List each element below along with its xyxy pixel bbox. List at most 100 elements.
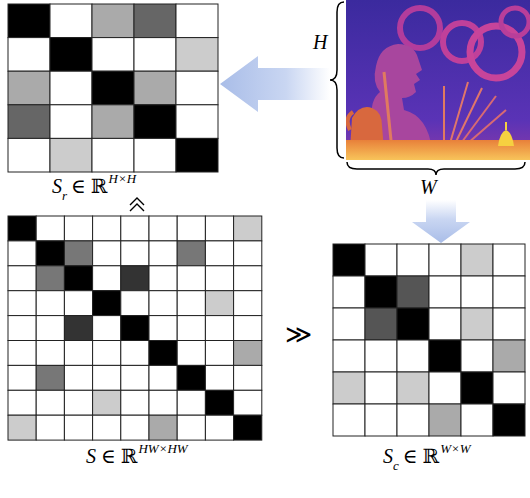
- matrix-cell: [429, 276, 461, 308]
- matrix-cell: [36, 216, 64, 241]
- matrix-cell: [177, 341, 205, 366]
- matrix-cell: [149, 415, 177, 440]
- matrix-cell: [493, 244, 525, 276]
- depth-image: [346, 0, 530, 160]
- matrix-cell: [50, 4, 92, 38]
- matrix-cell: [121, 390, 149, 415]
- matrix-cell: [234, 341, 262, 366]
- matrix-cell: [8, 38, 50, 72]
- matrix-cell: [205, 415, 233, 440]
- matrix-cell: [205, 316, 233, 341]
- matrix-cell: [333, 276, 365, 308]
- matrix-cell: [134, 71, 176, 105]
- matrix-cell: [176, 4, 218, 38]
- matrix-cell: [365, 404, 397, 436]
- matrix-cell: [64, 216, 92, 241]
- block-arrow: [220, 56, 330, 112]
- matrix-cell: [333, 340, 365, 372]
- matrix-cell: [333, 244, 365, 276]
- matrix-cell: [8, 71, 50, 105]
- matrix-cell: [134, 138, 176, 172]
- matrix-cell: [8, 241, 36, 266]
- matrix-cell: [121, 216, 149, 241]
- matrix-cell: [176, 105, 218, 139]
- matrix-cell: [205, 216, 233, 241]
- matrix-cell: [36, 341, 64, 366]
- math-label: H×H: [109, 172, 137, 185]
- matrix-cell: [92, 4, 134, 38]
- math-label: W: [420, 177, 437, 197]
- matrix-cell: [92, 138, 134, 172]
- matrix-cell: [64, 316, 92, 341]
- matrix-cell: [493, 404, 525, 436]
- matrix-cell: [50, 71, 92, 105]
- matrix-cell: [234, 316, 262, 341]
- matrix-cell: [64, 390, 92, 415]
- matrix-cell: [36, 266, 64, 291]
- matrix-cell: [493, 276, 525, 308]
- matrix-cell: [461, 404, 493, 436]
- matrix-cell: [176, 38, 218, 72]
- matrix-cell: [93, 316, 121, 341]
- matrix-cell: [176, 71, 218, 105]
- matrix-cell: [36, 365, 64, 390]
- matrix-cell: [149, 291, 177, 316]
- matrix-cell: [429, 308, 461, 340]
- matrix-cell: [493, 372, 525, 404]
- brace: [347, 162, 525, 175]
- matrix-cell: [93, 291, 121, 316]
- matrix-cell: [149, 266, 177, 291]
- matrix-cell: [64, 415, 92, 440]
- matrix-cell: [8, 316, 36, 341]
- math-label: ∈ ℝ: [101, 446, 137, 466]
- matrix-cell: [493, 308, 525, 340]
- matrix-cell: [177, 365, 205, 390]
- matrix-cell: [461, 308, 493, 340]
- math-label: H: [313, 32, 327, 52]
- matrix-cell: [93, 341, 121, 366]
- math-label: W×W: [440, 442, 470, 455]
- matrix-cell: [93, 216, 121, 241]
- math-label: ∈ ℝ: [403, 446, 439, 466]
- matrix-cell: [92, 105, 134, 139]
- matrix-cell: [177, 415, 205, 440]
- matrix-cell: [36, 415, 64, 440]
- matrix-cell: [36, 390, 64, 415]
- matrix-cell: [333, 404, 365, 436]
- math-label: c: [393, 459, 399, 472]
- matrix-cell: [64, 291, 92, 316]
- reduce-symbol: [130, 198, 144, 211]
- matrix-cell: [205, 266, 233, 291]
- matrix-cell: [8, 365, 36, 390]
- matrix-cell: [461, 372, 493, 404]
- matrix-cell: [397, 276, 429, 308]
- matrix-cell: [92, 38, 134, 72]
- matrix-cell: [461, 244, 493, 276]
- matrix-cell: [8, 291, 36, 316]
- matrix-cell: [8, 341, 36, 366]
- matrix-cell: [177, 266, 205, 291]
- matrix-cell: [8, 105, 50, 139]
- matrix-cell: [234, 241, 262, 266]
- matrix-cell: [8, 216, 36, 241]
- matrix-cell: [93, 390, 121, 415]
- matrix-cell: [365, 340, 397, 372]
- matrix-cell: [397, 308, 429, 340]
- matrix-cell: [121, 341, 149, 366]
- matrix-cell: [205, 291, 233, 316]
- matrix-cell: [93, 415, 121, 440]
- matrix-cell: [365, 308, 397, 340]
- matrix-cell: [205, 341, 233, 366]
- matrix-cell: [64, 341, 92, 366]
- matrix-cell: [121, 316, 149, 341]
- matrix-cell: [177, 291, 205, 316]
- math-label: r: [62, 189, 67, 202]
- matrix-cell: [176, 138, 218, 172]
- matrix-cell: [8, 4, 50, 38]
- matrix-cell: [429, 340, 461, 372]
- matrix-cell: [149, 241, 177, 266]
- matrix-cell: [461, 340, 493, 372]
- matrix-cell: [149, 316, 177, 341]
- matrix-cell: [8, 266, 36, 291]
